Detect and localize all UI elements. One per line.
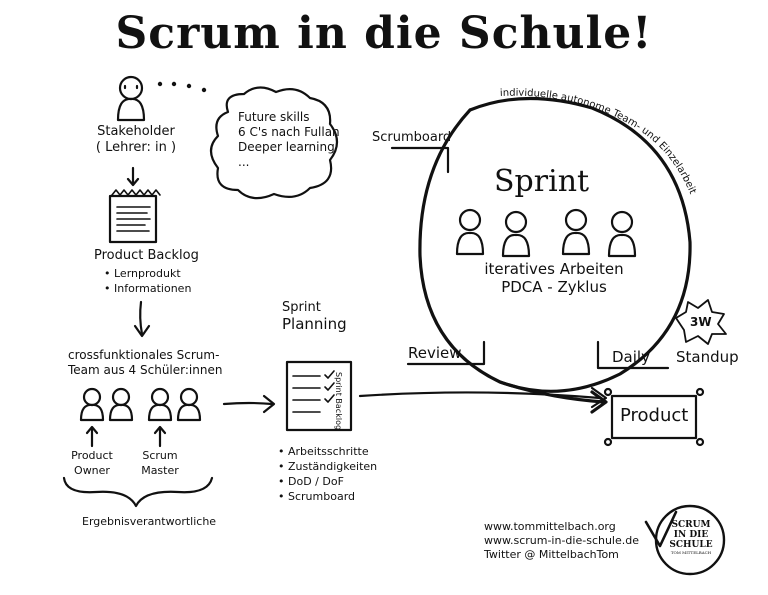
thought-dots — [157, 81, 207, 93]
sprint-description: iteratives Arbeiten PDCA - Zyklus — [484, 260, 624, 296]
stakeholder-label: Stakeholder ( Lehrer: in ) — [95, 124, 177, 155]
standup-label: Standup — [676, 348, 739, 366]
three-w-badge: 3W — [690, 315, 712, 329]
product-label: Product — [620, 405, 689, 426]
sprint-planning-items: Arbeitsschritte Zuständigkeiten DoD / Do… — [278, 444, 377, 504]
product-owner-label: Product Owner — [71, 449, 113, 477]
team-label: crossfunktionales Scrum- Team aus 4 Schü… — [68, 348, 223, 377]
product-backlog-items: Lernprodukt Informationen — [104, 266, 191, 296]
contact-links: www.tommittelbach.org www.scrum-in-die-s… — [484, 520, 639, 562]
sprint-backlog-sheet — [285, 360, 353, 432]
review-label: Review — [408, 344, 462, 362]
ergebnis-label: Ergebnisverantwortliche — [82, 515, 217, 528]
team-figures — [79, 387, 202, 422]
daily-label: Daily — [612, 348, 650, 366]
thought-bubble-cloud — [209, 86, 339, 200]
brace — [62, 476, 214, 508]
three-w-badge-shape — [675, 299, 727, 345]
logo-text: SCRUM IN DIE SCHULE TOM MITTELBACH — [669, 520, 713, 555]
sprint-title: Sprint — [494, 164, 590, 199]
sprint-backlog-label: Sprint Backlog — [334, 372, 343, 431]
stakeholder-figure — [116, 75, 146, 122]
sprint-planning-label: Sprint Planning — [282, 300, 347, 333]
twitter-handle[interactable]: Twitter @ MittelbachTom — [484, 548, 619, 561]
page-title: Scrum in die Schule! — [115, 8, 653, 59]
scrumboard-label: Scrumboard — [372, 130, 452, 145]
sprint-loop — [418, 96, 692, 393]
product-backlog-label: Product Backlog — [94, 248, 199, 263]
scrum-master-label: Scrum Master — [141, 449, 179, 477]
sprint-figures — [455, 208, 637, 258]
website-link-1[interactable]: www.tommittelbach.org — [484, 520, 616, 533]
logo-mark — [644, 504, 726, 576]
product-backlog-notepad — [108, 189, 161, 244]
thought-bubble-text: Future skills 6 C's nach Fullan Deeper l… — [238, 110, 340, 169]
website-link-2[interactable]: www.scrum-in-die-schule.de — [484, 534, 639, 547]
product-box — [603, 387, 705, 447]
